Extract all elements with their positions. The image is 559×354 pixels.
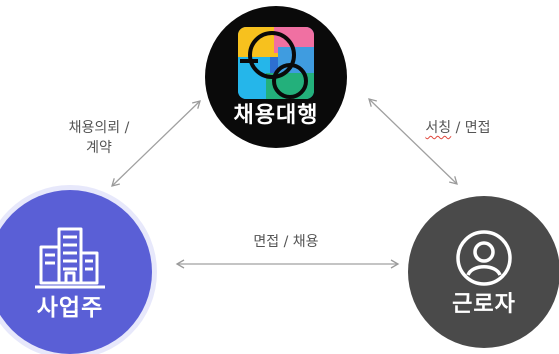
- connection-arrows: [111, 98, 458, 269]
- app-logo-icon: [238, 27, 314, 99]
- employer-agency-label-line2: 계약: [86, 140, 112, 156]
- person-icon: [456, 230, 512, 286]
- arrow-employer-agency: [111, 100, 201, 187]
- arrow-agency-worker: [368, 98, 458, 185]
- employer-worker-label: 면접 / 채용: [253, 234, 319, 250]
- agency-worker-label: 서칭 / 면접: [408, 118, 508, 138]
- worker-label: 근로자: [452, 292, 516, 317]
- worker-node: 근로자: [408, 196, 559, 348]
- agency-worker-label-interview: / 면접: [451, 120, 491, 136]
- agency-worker-label-searching: 서칭: [425, 120, 452, 136]
- agency-label: 채용대행: [233, 103, 319, 128]
- agency-node: 채용대행: [205, 6, 347, 148]
- employer-node: 사업주: [0, 190, 152, 354]
- employer-label: 사업주: [36, 294, 104, 321]
- employer-agency-label: 채용의뢰 / 계약: [56, 118, 142, 158]
- employer-agency-label-line1: 채용의뢰 /: [68, 120, 130, 136]
- building-icon: [35, 227, 105, 288]
